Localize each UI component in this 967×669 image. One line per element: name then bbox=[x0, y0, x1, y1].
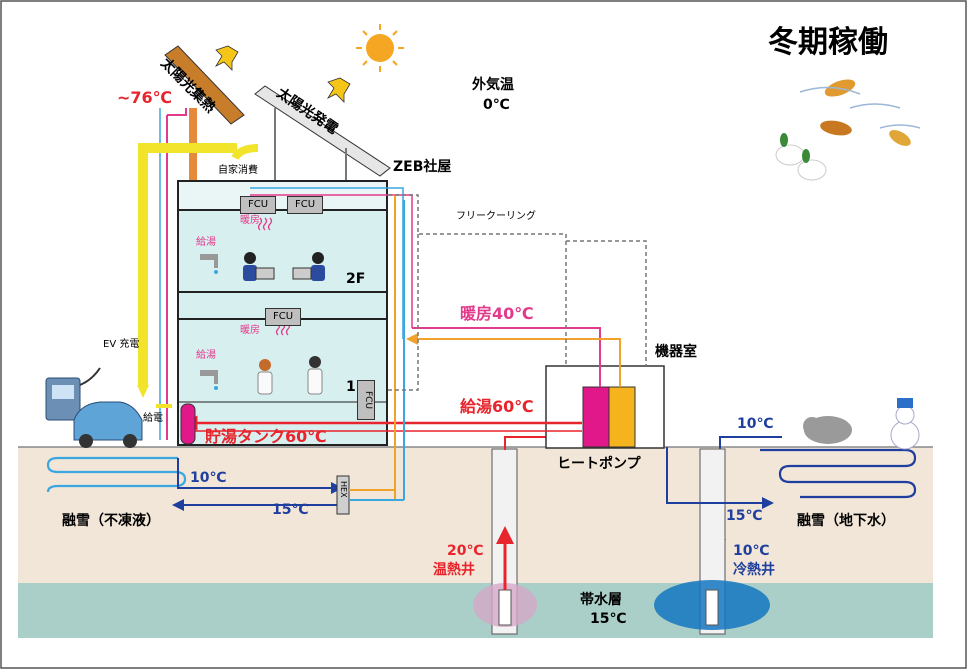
hot-water-supply-label: 給湯60℃ bbox=[460, 397, 534, 416]
fcu-unit: FCU bbox=[357, 380, 375, 420]
storage-tank-label: 貯湯タンク60℃ bbox=[205, 427, 327, 446]
pv-power-line bbox=[138, 143, 237, 385]
snowmelt-pipe-right bbox=[760, 448, 917, 499]
sleeping-cat-icon bbox=[803, 416, 852, 444]
snowmelt-pipe-left bbox=[46, 456, 187, 493]
heating-label-1f: 暖房 bbox=[240, 325, 260, 336]
fcu-unit: FCU bbox=[240, 196, 276, 214]
snowmelt-left-return-temp: 15℃ bbox=[272, 502, 309, 518]
ev-car-icon bbox=[73, 401, 143, 448]
sunlight-arrow-icon bbox=[214, 45, 239, 71]
faucet-icon bbox=[200, 254, 218, 274]
office-worker-icon bbox=[292, 252, 325, 281]
hot-water-label-1f: 給湯 bbox=[196, 350, 216, 361]
office-worker-icon bbox=[243, 252, 275, 281]
hex-label: HEX bbox=[339, 481, 348, 498]
cold-well-temp: 10℃ bbox=[733, 543, 770, 559]
solar-thermal-temp: ~76℃ bbox=[117, 88, 173, 107]
warm-well-label: 温熱井 bbox=[433, 562, 475, 578]
lab-worker-icon bbox=[257, 359, 273, 395]
warm-well-temp: 20℃ bbox=[447, 543, 484, 559]
heat-pump-hot-side bbox=[582, 386, 610, 448]
floor-2f-label: 2F bbox=[346, 271, 366, 287]
snowmelt-right-label: 融雪（地下水） bbox=[797, 513, 895, 529]
heat-wave-icon bbox=[257, 217, 273, 231]
solar-collector-panel bbox=[164, 45, 245, 125]
snowmelt-left-label: 融雪（不凍液） bbox=[62, 513, 160, 529]
ev-feed-label: 給電 bbox=[143, 413, 163, 424]
lab-worker-icon bbox=[307, 356, 323, 395]
machine-room-label: 機器室 bbox=[655, 344, 697, 360]
sun-icon bbox=[356, 24, 404, 72]
building-name: ZEB社屋 bbox=[393, 159, 452, 175]
heat-pump-label: ヒートポンプ bbox=[557, 456, 641, 472]
heating-supply-label: 暖房40℃ bbox=[460, 304, 534, 323]
snowmelt-left-supply-temp: 10℃ bbox=[190, 470, 227, 486]
outdoor-temp-value: 0℃ bbox=[483, 97, 510, 113]
fcu-unit: FCU bbox=[287, 196, 323, 214]
snowman-icon bbox=[890, 398, 920, 450]
faucet-icon bbox=[200, 370, 218, 390]
snowmelt-right-in-temp: 10℃ bbox=[737, 416, 774, 432]
hot-water-label-2f: 給湯 bbox=[196, 237, 216, 248]
self-consumption-label: 自家消費 bbox=[218, 165, 258, 176]
pv-panel bbox=[254, 85, 391, 177]
sunlight-arrow-icon bbox=[326, 77, 351, 103]
free-cooling-loop bbox=[388, 194, 567, 366]
ev-charge-label: EV 充電 bbox=[103, 339, 140, 350]
cold-well-label: 冷熱井 bbox=[733, 562, 775, 578]
storage-tank-icon bbox=[180, 403, 196, 445]
diagram-title: 冬期稼働 bbox=[768, 25, 888, 60]
hex-unit bbox=[336, 475, 350, 515]
heat-pump-cold-side bbox=[608, 386, 636, 448]
heating-label-2f: 暖房 bbox=[240, 215, 260, 226]
fcu-unit: FCU bbox=[265, 308, 301, 326]
aquifer-temp: 15℃ bbox=[590, 611, 627, 627]
snowmelt-right-out-temp: 15℃ bbox=[726, 508, 763, 524]
aquifer-label: 帯水層 bbox=[580, 592, 622, 608]
heating-line bbox=[412, 327, 601, 387]
wind-icon bbox=[799, 86, 921, 129]
snow-bunny-icon bbox=[775, 133, 827, 181]
outdoor-temp-label: 外気温 bbox=[472, 77, 514, 93]
free-cooling-label: フリークーリング bbox=[456, 211, 536, 222]
